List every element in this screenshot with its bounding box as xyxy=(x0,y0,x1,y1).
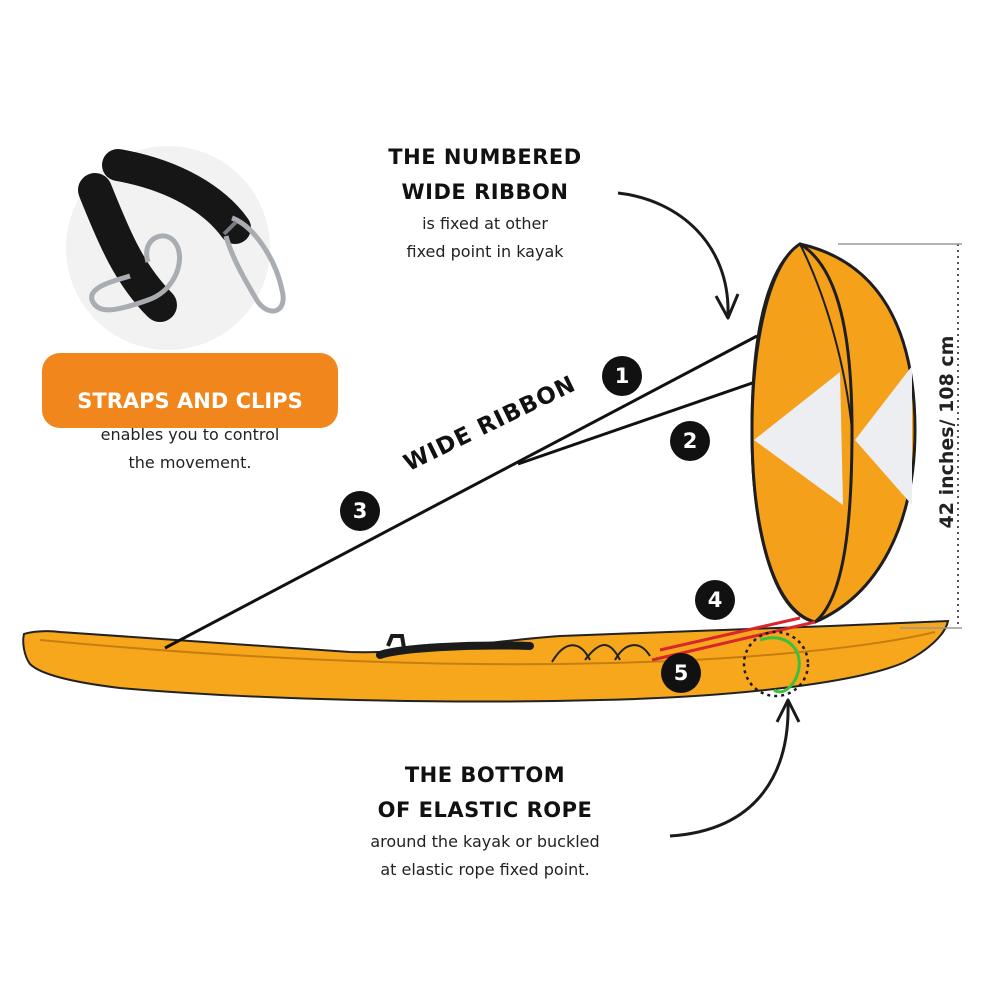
sail-height-dimension-text: 42 inches/ 108 cm xyxy=(936,335,958,529)
arrow-head-icon xyxy=(714,293,740,320)
straps-clips-photo xyxy=(66,146,286,350)
kayak-seat-icon xyxy=(386,634,406,649)
straps-description-line-2: the movement. xyxy=(128,453,252,472)
carabiner-icon xyxy=(223,215,286,314)
carabiner-icon xyxy=(89,233,182,313)
sail-window-left xyxy=(754,372,843,505)
bottom-callout-title-line-2: OF ELASTIC ROPE xyxy=(377,798,593,822)
sail-seam xyxy=(799,243,853,431)
marker-badge-3: 3 xyxy=(340,491,380,531)
kayak-cockpit xyxy=(376,641,534,659)
arrow-head-icon xyxy=(775,698,801,723)
top-callout-description-line-1: is fixed at other xyxy=(422,214,548,233)
bottom-callout-description-line-1: around the kayak or buckled xyxy=(370,832,600,851)
carabiner-gate-icon xyxy=(222,220,238,236)
attachment-point-circle xyxy=(742,630,810,698)
wide-ribbon-line-3 xyxy=(164,334,758,650)
straps-title: STRAPS AND CLIPS xyxy=(77,389,303,413)
marker-badge-2: 2 xyxy=(670,421,710,461)
bottom-callout-description-line-2: at elastic rope fixed point. xyxy=(380,860,590,879)
top-callout-description-line-2: fixed point in kayak xyxy=(406,242,564,261)
black-strap-icon xyxy=(102,149,251,244)
kayak-deck-line xyxy=(39,631,936,666)
marker-badge-4: 4 xyxy=(695,580,735,620)
kayak-hull xyxy=(22,619,950,703)
marker-badge-5: 5 xyxy=(661,653,701,693)
top-callout-title-line-1: THE NUMBERED xyxy=(388,145,582,169)
straps-badge xyxy=(42,353,338,428)
bungee-cords-icon xyxy=(551,644,651,663)
bottom-callout-title-line-1: THE BOTTOM xyxy=(404,763,566,787)
sail xyxy=(750,242,917,624)
sail-window-right xyxy=(855,366,912,505)
bottom-callout-arrow xyxy=(669,701,790,838)
top-callout-arrow xyxy=(617,191,730,316)
straps-description-line-1: enables you to control xyxy=(100,425,280,444)
elastic-rope-red-2 xyxy=(659,616,801,652)
kayak xyxy=(22,619,950,703)
marker-badge-1: 1 xyxy=(602,356,642,396)
elastic-rope-loop-icon xyxy=(759,636,801,694)
top-callout-title-line-2: WIDE RIBBON xyxy=(401,180,569,204)
black-strap-icon xyxy=(78,173,177,322)
